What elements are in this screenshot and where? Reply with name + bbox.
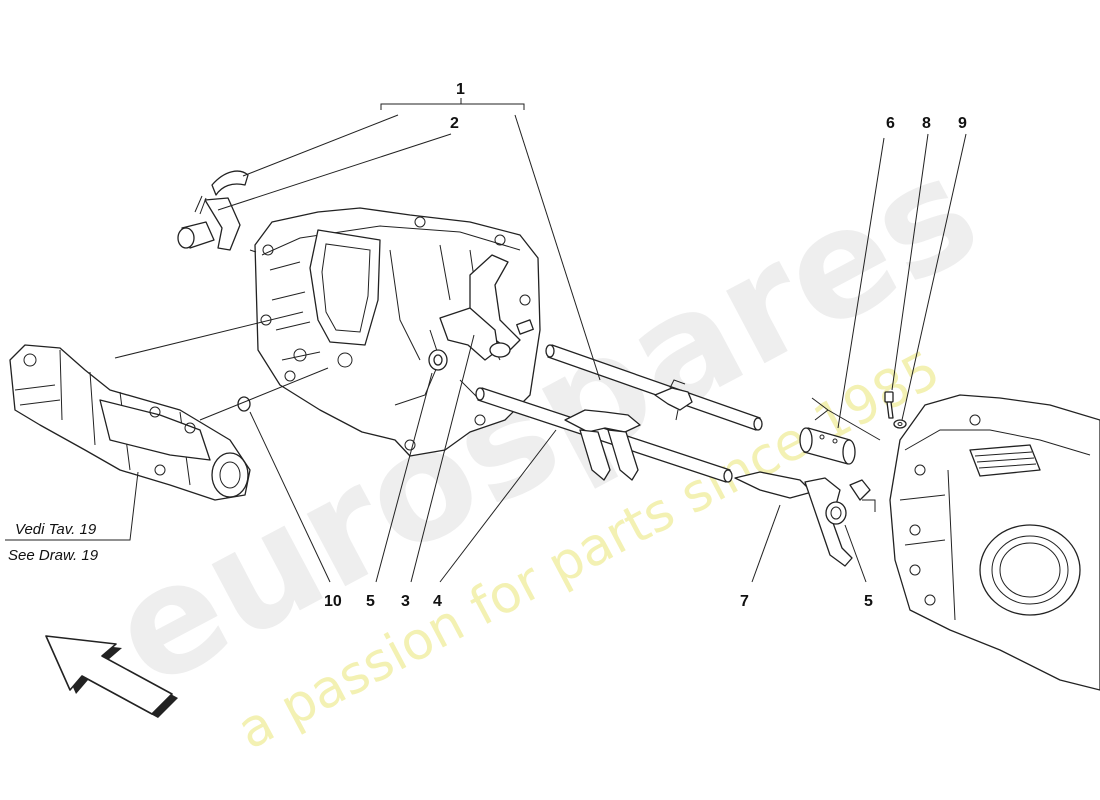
leader-lines: [5, 114, 967, 583]
group-bracket: [380, 98, 525, 110]
reference-italian: Vedi Tav. 19: [15, 521, 97, 538]
shift-fork-upper: [177, 170, 249, 251]
callout-3: 3: [401, 593, 410, 610]
callout-4: 4: [433, 593, 442, 610]
callout-5-right: 5: [864, 593, 873, 610]
washer: [893, 419, 907, 429]
callout-7: 7: [740, 593, 749, 610]
shift-rod-upper: [545, 344, 763, 431]
callout-8: 8: [922, 115, 931, 132]
callout-1: 1: [456, 81, 465, 98]
front-direction-arrow-icon: [45, 635, 178, 718]
shift-rod-right: [734, 471, 871, 567]
rear-housing: [889, 394, 1100, 691]
callout-2: 2: [450, 115, 459, 132]
callout-5-left: 5: [366, 593, 375, 610]
sleeve: [799, 397, 856, 465]
gearbox-housing: [254, 207, 541, 457]
gear-actuator: [9, 344, 251, 501]
shift-fork-middle: [439, 254, 534, 361]
callout-9: 9: [958, 115, 967, 132]
drawing-reference: Vedi Tav. 19 See Draw. 19: [8, 521, 99, 564]
callouts: 1 2 6 8 9 10 5 3 4 7 5: [324, 81, 967, 610]
callout-6: 6: [886, 115, 895, 132]
callout-10: 10: [324, 593, 342, 610]
reference-english: See Draw. 19: [8, 547, 99, 564]
screw: [884, 391, 894, 419]
shift-rod-lower: [475, 387, 733, 483]
bushing-housing: [428, 349, 448, 371]
